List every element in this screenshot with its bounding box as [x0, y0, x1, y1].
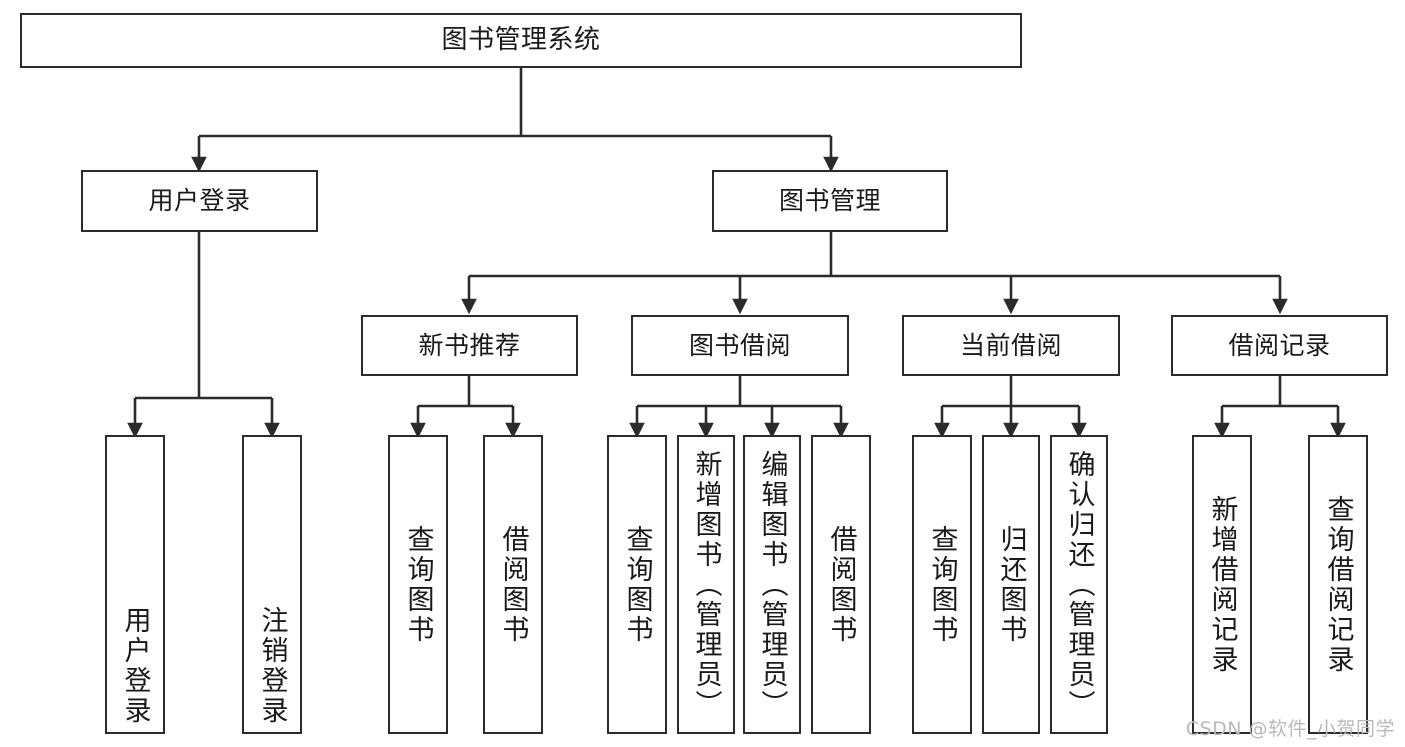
- node-label: 借阅图书: [497, 524, 529, 645]
- node-label: 查询借阅记录: [1322, 494, 1354, 675]
- node-label: 新书推荐: [418, 330, 521, 360]
- node-label: 确认归还（管理员）: [1063, 449, 1095, 720]
- node-label: 查询图书: [621, 524, 653, 645]
- node-new-book-recommend[interactable]: 新书推荐: [361, 315, 578, 376]
- node-label: 图书管理: [778, 186, 881, 215]
- leaf-recommend-borrow-book[interactable]: 借阅图书: [483, 435, 543, 734]
- node-root-system[interactable]: 图书管理系统: [20, 13, 1022, 68]
- node-label: 借阅记录: [1228, 330, 1331, 360]
- leaf-recommend-query-book[interactable]: 查询图书: [388, 435, 448, 734]
- node-label: 图书管理系统: [441, 24, 601, 55]
- node-label: 借阅图书: [825, 524, 857, 645]
- node-current-borrow[interactable]: 当前借阅: [902, 315, 1120, 376]
- leaf-user-login-signout[interactable]: 注销登录: [242, 435, 302, 734]
- leaf-record-add-record[interactable]: 新增借阅记录: [1192, 435, 1252, 734]
- leaf-borrow-edit-book-admin[interactable]: 编辑图书（管理员）: [743, 435, 801, 734]
- node-user-login[interactable]: 用户登录: [81, 170, 318, 232]
- leaf-borrow-query-book[interactable]: 查询图书: [607, 435, 667, 734]
- leaf-borrow-borrow-book[interactable]: 借阅图书: [811, 435, 871, 734]
- leaf-record-query-record[interactable]: 查询借阅记录: [1308, 435, 1368, 734]
- leaf-borrow-add-book-admin[interactable]: 新增图书（管理员）: [677, 435, 735, 734]
- node-label: 新增图书（管理员）: [690, 449, 722, 720]
- node-book-management[interactable]: 图书管理: [712, 170, 948, 232]
- node-label: 查询图书: [402, 524, 434, 645]
- leaf-current-return-book[interactable]: 归还图书: [982, 435, 1040, 734]
- leaf-current-query-book[interactable]: 查询图书: [912, 435, 972, 734]
- watermark-text: CSDN @软件_小贺同学: [1185, 718, 1395, 740]
- node-label: 新增借阅记录: [1206, 494, 1238, 675]
- node-label: 图书借阅: [688, 330, 791, 360]
- node-label: 用户登录: [148, 186, 251, 215]
- node-label: 当前借阅: [959, 330, 1062, 360]
- leaf-user-login-signin[interactable]: 用户登录: [105, 435, 165, 734]
- node-label: 查询图书: [926, 524, 958, 645]
- node-label: 注销登录: [256, 606, 288, 726]
- node-borrow-record[interactable]: 借阅记录: [1171, 315, 1388, 376]
- node-label: 用户登录: [119, 606, 151, 726]
- node-book-borrow[interactable]: 图书借阅: [631, 315, 849, 376]
- node-label: 归还图书: [995, 524, 1027, 645]
- leaf-current-confirm-return-admin[interactable]: 确认归还（管理员）: [1050, 435, 1108, 734]
- node-label: 编辑图书（管理员）: [756, 449, 788, 720]
